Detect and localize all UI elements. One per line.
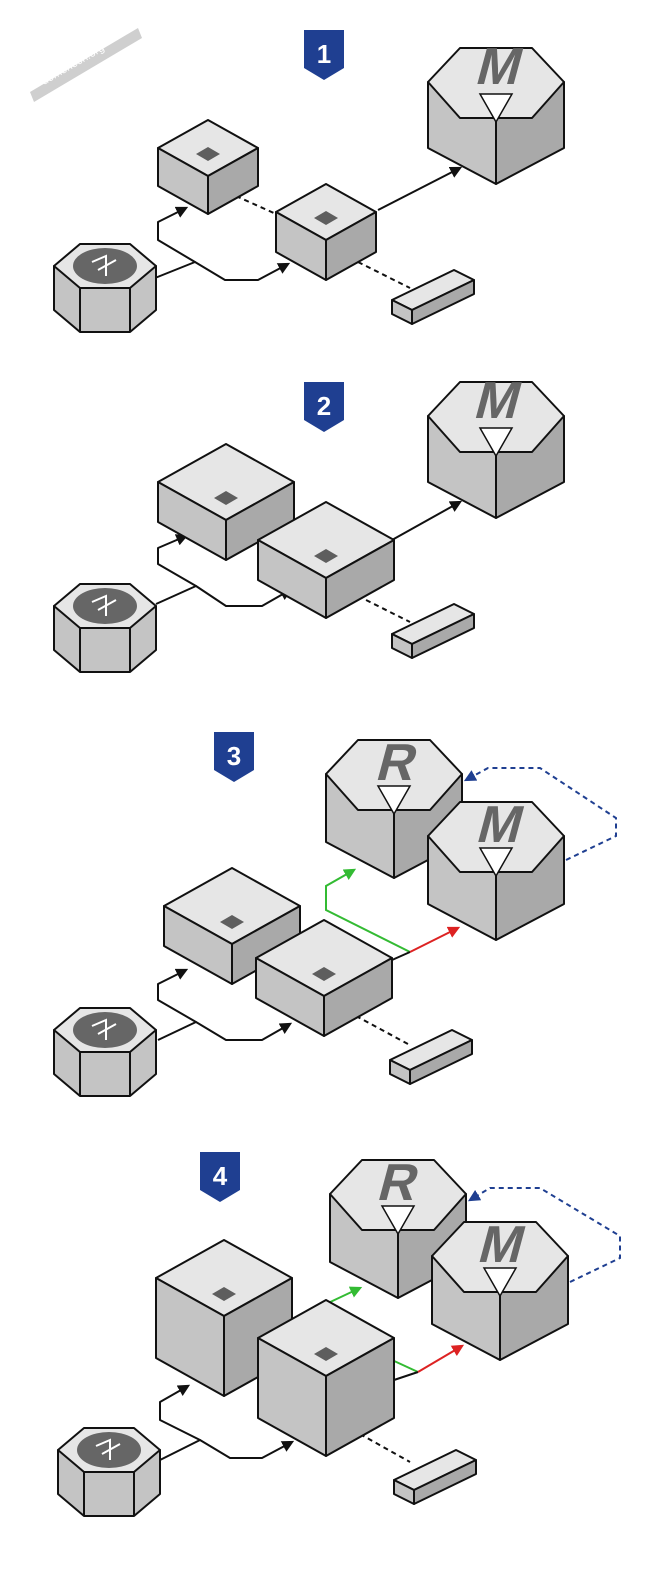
module-box — [163, 867, 301, 985]
link-router-switch — [194, 261, 291, 281]
link-switch-junction — [391, 951, 411, 961]
flash-card-block — [391, 269, 475, 325]
switch-block — [257, 1299, 395, 1457]
step-number: 3 — [227, 741, 241, 771]
red-link-switch-m — [409, 926, 461, 953]
server-m-block: M — [431, 1216, 569, 1361]
link-router-module — [154, 206, 196, 279]
link-router-switch — [195, 585, 293, 607]
blue-dashed-link-m-r — [467, 1187, 621, 1283]
step-badge-2: 2 — [304, 382, 344, 432]
router-icon — [57, 1427, 161, 1517]
green-link-switch-r — [325, 868, 411, 953]
green-link-switch-r — [325, 1286, 363, 1305]
link-router-module — [159, 1384, 201, 1461]
flash-card-block — [391, 603, 475, 659]
link-router-switch — [195, 1021, 293, 1041]
server-r-block: R — [325, 734, 463, 879]
link-router-switch — [199, 1439, 295, 1459]
router-icon — [53, 583, 157, 673]
module-box — [157, 119, 259, 215]
step-badge-3: 3 — [214, 732, 254, 782]
green-link-stub — [391, 1359, 419, 1373]
blue-dashed-link-m-r — [463, 767, 617, 861]
router-icon — [53, 1007, 157, 1097]
router-icon — [53, 243, 157, 333]
panel-1: 1 — [53, 30, 565, 333]
watermark: domenech.org — [30, 28, 142, 102]
link-switch-server — [391, 500, 463, 541]
server-m-block: M — [427, 796, 565, 941]
switch-block — [255, 919, 393, 1037]
panel-4: 4 — [57, 1152, 621, 1517]
link-router-module — [155, 534, 197, 605]
panel-3: 3 — [53, 732, 617, 1097]
panel-2: 2 — [53, 372, 565, 673]
step-number: 4 — [213, 1161, 228, 1191]
red-link-switch-m — [417, 1344, 465, 1373]
step-number: 1 — [317, 39, 331, 69]
dashed-link-switch-card — [357, 261, 411, 289]
flash-card-block — [389, 1029, 473, 1085]
link-switch-junction — [393, 1371, 419, 1381]
server-m-block: M — [427, 38, 565, 185]
step-badge-1: 1 — [304, 30, 344, 80]
step-number: 2 — [317, 391, 331, 421]
server-r-block: R — [329, 1154, 467, 1299]
dashed-link-switch-card — [357, 595, 411, 623]
switch-block — [275, 183, 377, 281]
link-switch-server — [377, 166, 463, 211]
flash-card-block — [393, 1449, 477, 1505]
link-router-module — [157, 968, 197, 1041]
dashed-link-switch-card — [355, 1015, 409, 1045]
switch-block — [257, 501, 395, 619]
dashed-link-module-switch — [235, 195, 277, 215]
step-badge-4: 4 — [200, 1152, 240, 1202]
module-box — [157, 443, 295, 561]
server-m-block: M — [427, 372, 565, 519]
dashed-link-switch-card — [359, 1433, 411, 1463]
